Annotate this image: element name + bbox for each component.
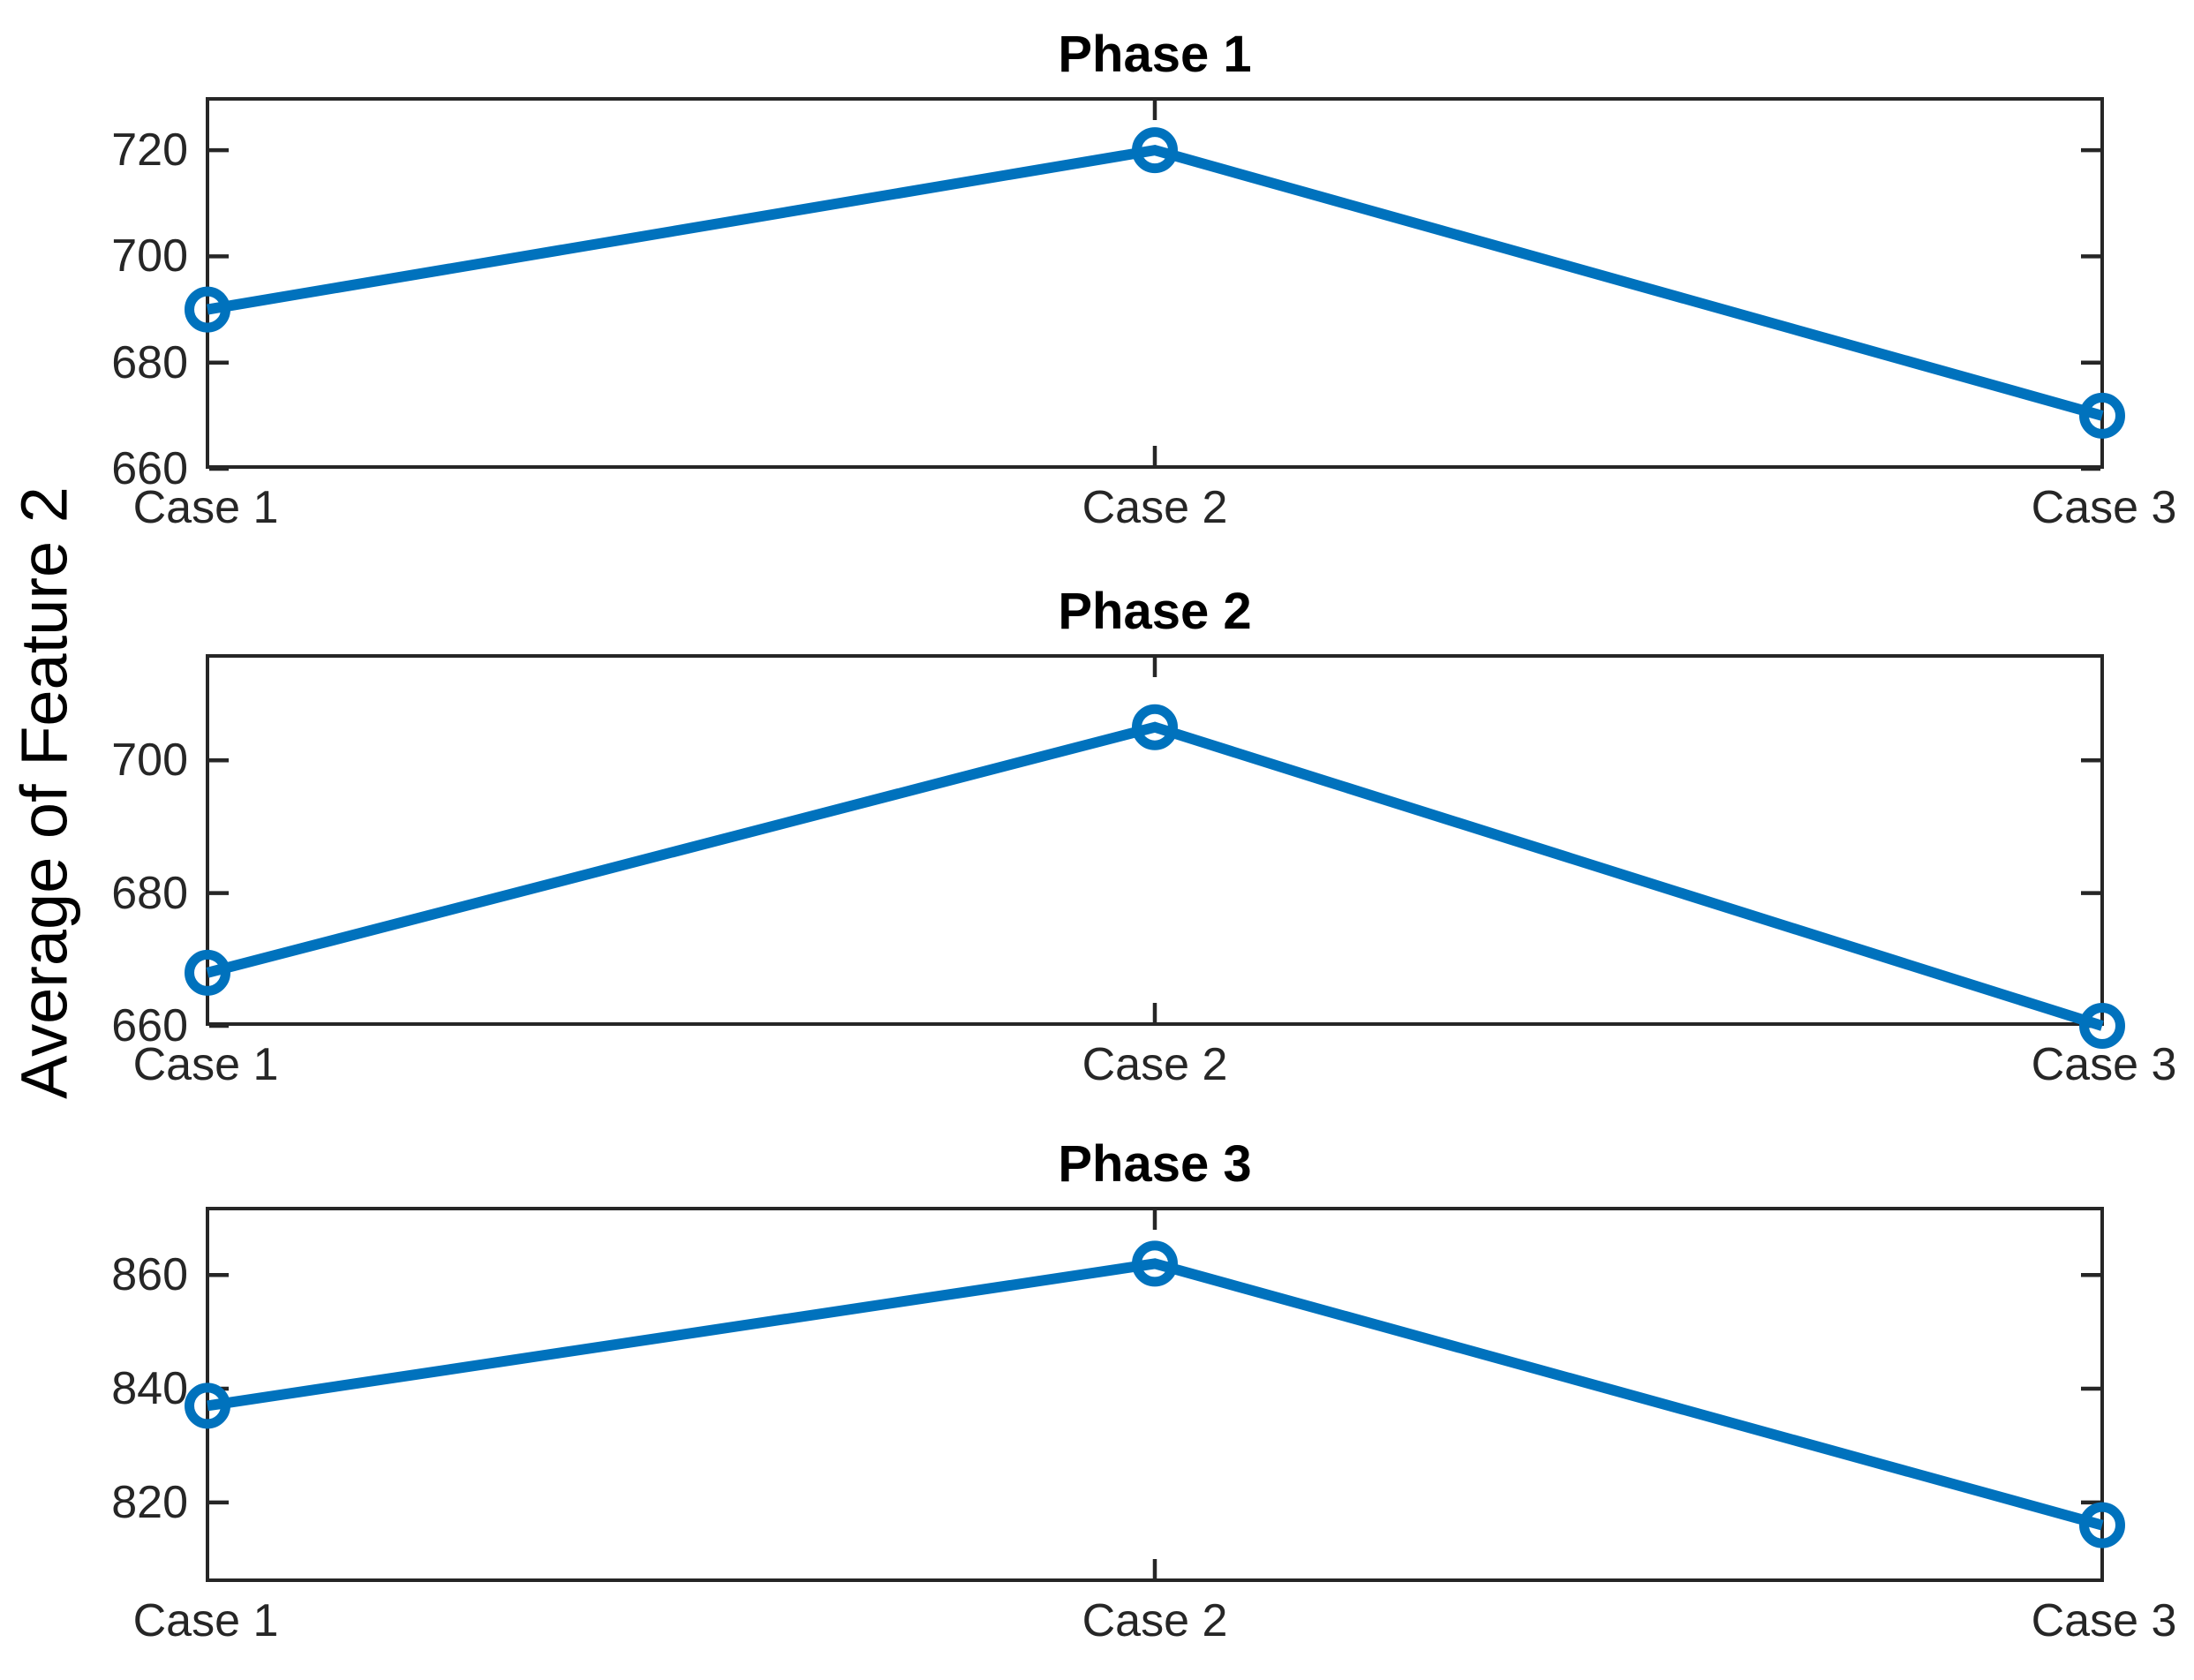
data-point-marker: [1132, 1240, 1178, 1287]
data-line: [207, 145, 2104, 421]
data-line: [207, 1258, 2104, 1531]
y-tick-label: 660: [111, 1000, 188, 1051]
data-point-marker: [2079, 392, 2125, 439]
y-tick-label: 700: [111, 230, 188, 283]
subplot-title: Phase 2: [1058, 583, 1252, 640]
x-tick-label: Case 3: [2031, 1039, 2177, 1090]
data-point-marker: [1132, 704, 1178, 750]
data-point-marker: [1132, 127, 1178, 174]
y-tick-label: 820: [111, 1476, 188, 1528]
x-tick-label: Case 1: [132, 1039, 279, 1090]
data-point-marker: [2079, 1502, 2125, 1548]
subplot-title: Phase 3: [1058, 1135, 1252, 1193]
plot-area: [185, 1207, 2125, 1582]
plot-area: [185, 97, 2125, 471]
plot-area: [185, 654, 2125, 1049]
y-tick-label: 700: [111, 735, 188, 787]
subplot-title: Phase 1: [1058, 26, 1252, 83]
data-line: [206, 721, 2104, 1031]
y-tick-label: 680: [111, 867, 188, 919]
data-point-marker: [185, 286, 230, 333]
line-chart-svg: [185, 1210, 2125, 1578]
x-tick-label: Case 2: [1082, 1595, 1228, 1646]
data-point-marker: [185, 949, 230, 996]
data-point-marker: [185, 1382, 230, 1429]
line-chart-svg: [185, 101, 2125, 471]
y-tick-label: 720: [111, 124, 188, 177]
x-tick-label: Case 1: [132, 1595, 279, 1646]
y-tick-label: 840: [111, 1363, 188, 1415]
x-tick-label: Case 2: [1082, 482, 1228, 533]
x-tick-label: Case 3: [2031, 482, 2177, 533]
x-tick-label: Case 2: [1082, 1039, 1228, 1090]
x-tick-label: Case 1: [132, 482, 279, 533]
data-point-marker: [2079, 1003, 2125, 1049]
x-tick-label: Case 3: [2031, 1595, 2177, 1646]
line-chart-svg: [185, 658, 2125, 1049]
y-tick-label: 860: [111, 1249, 188, 1301]
y-tick-label: 680: [111, 336, 188, 388]
y-tick-label: 660: [111, 443, 188, 494]
